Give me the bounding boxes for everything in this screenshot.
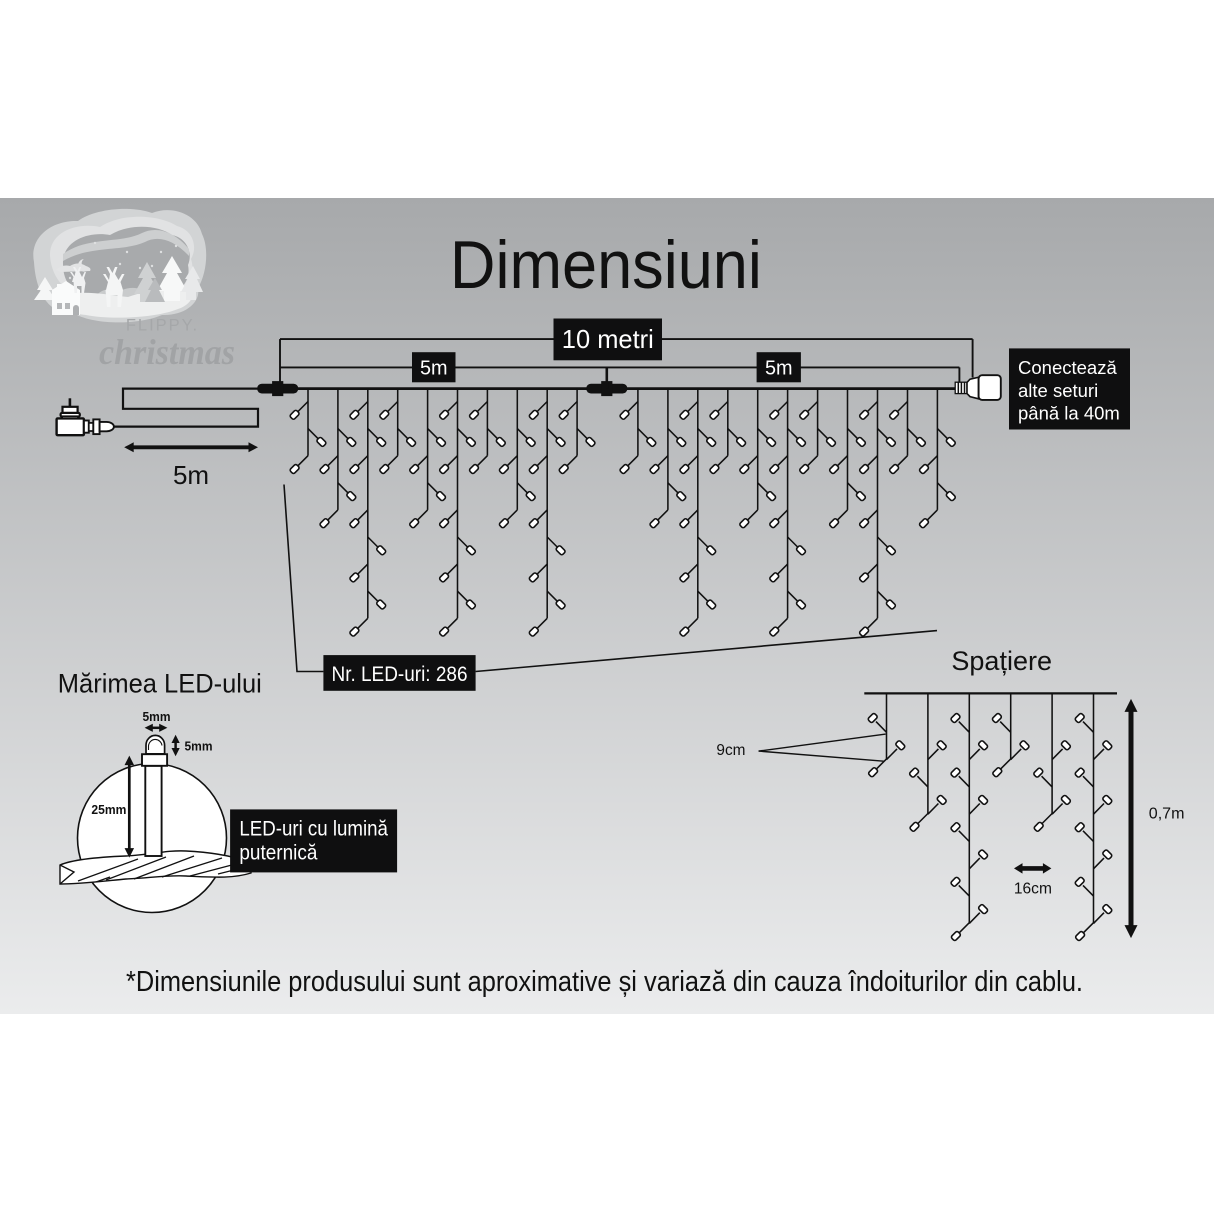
svg-text:christmas: christmas — [99, 332, 235, 372]
svg-text:până la 40m: până la 40m — [1018, 402, 1120, 423]
svg-text:Dimensiuni: Dimensiuni — [450, 227, 762, 303]
svg-text:0,7m: 0,7m — [1149, 805, 1185, 822]
svg-text:Conectează: Conectează — [1018, 357, 1117, 378]
svg-text:5m: 5m — [765, 357, 793, 379]
svg-text:9cm: 9cm — [716, 742, 745, 759]
svg-text:5m: 5m — [173, 460, 209, 490]
svg-text:FLIPPY.: FLIPPY. — [126, 317, 199, 335]
svg-text:puternică: puternică — [239, 840, 317, 864]
svg-text:Mărimea LED-ului: Mărimea LED-ului — [58, 669, 262, 699]
svg-text:10 metri: 10 metri — [562, 324, 654, 354]
svg-text:Nr. LED-uri: 286: Nr. LED-uri: 286 — [332, 663, 468, 686]
svg-text:5mm: 5mm — [185, 740, 213, 754]
svg-text:*Dimensiunile produsului sunt: *Dimensiunile produsului sunt aproximati… — [126, 966, 1083, 998]
svg-text:LED-uri cu lumină: LED-uri cu lumină — [239, 816, 388, 840]
svg-text:Spațiere: Spațiere — [951, 646, 1052, 676]
svg-text:16cm: 16cm — [1014, 881, 1052, 898]
svg-text:25mm: 25mm — [91, 803, 126, 817]
svg-text:alte seturi: alte seturi — [1018, 380, 1098, 401]
svg-text:5m: 5m — [420, 357, 448, 379]
svg-text:5mm: 5mm — [143, 710, 171, 724]
